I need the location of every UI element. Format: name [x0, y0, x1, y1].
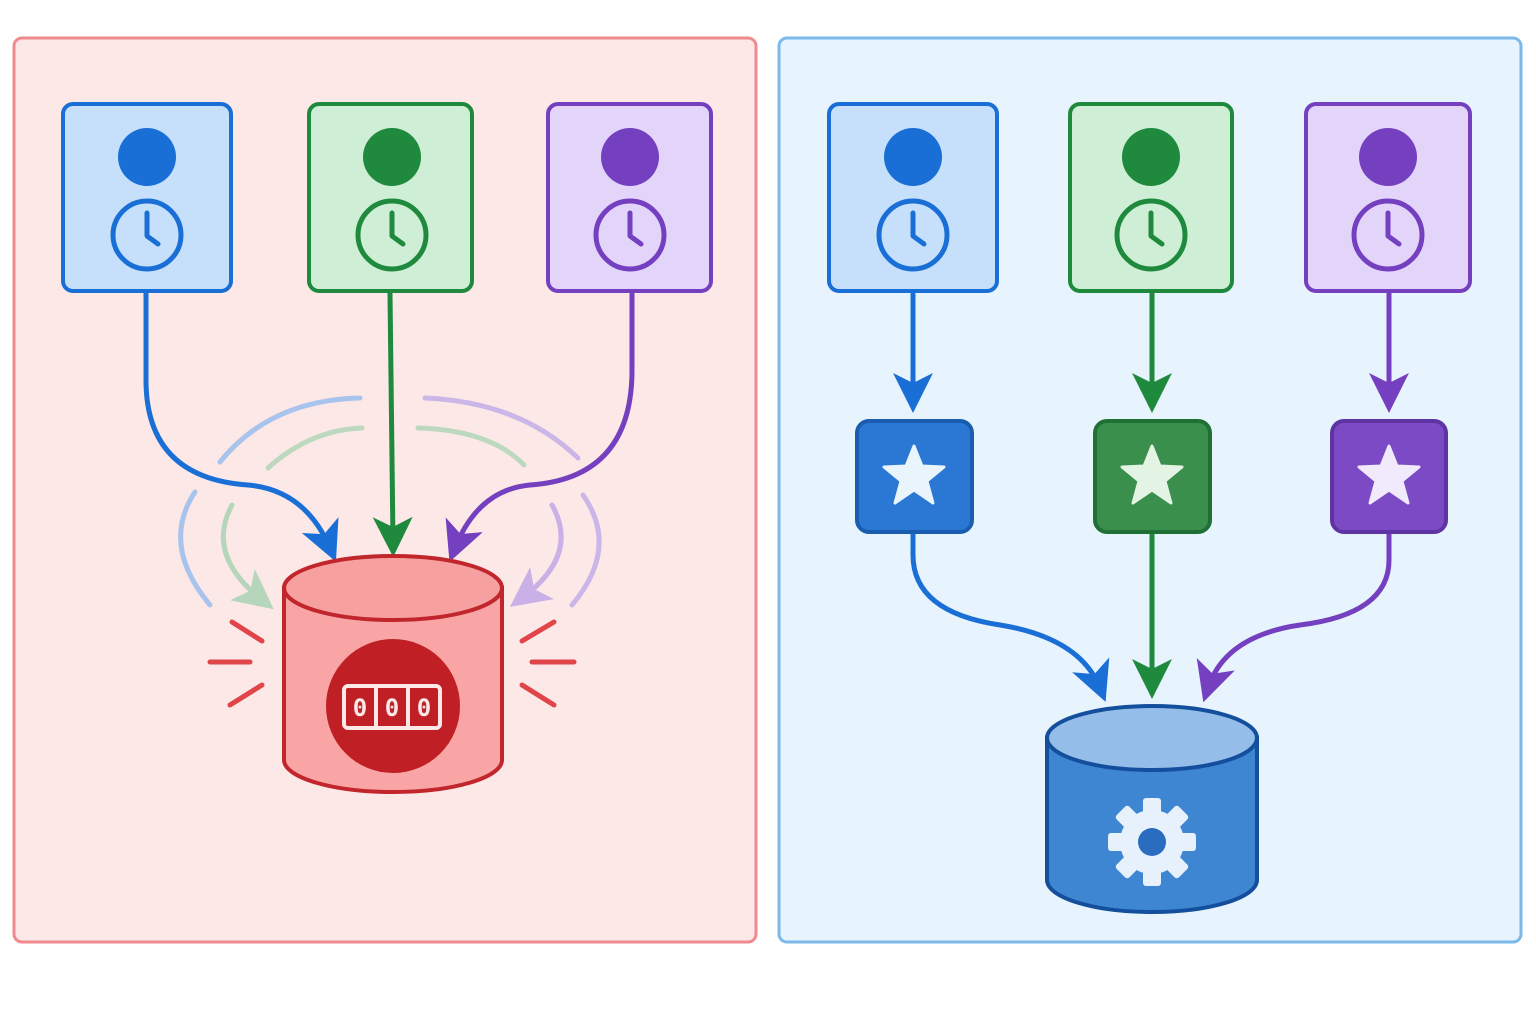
retry-arc [509, 502, 564, 607]
contention-arcs [178, 395, 602, 610]
database-healthy [1045, 704, 1259, 914]
arrow-green [372, 291, 413, 557]
retry-arc [265, 425, 365, 471]
arrow-purple [1196, 531, 1392, 703]
counter-digit: 0 [353, 694, 367, 722]
arrow-purple [445, 291, 635, 562]
clock-icon [876, 198, 950, 272]
retry-arc [220, 502, 274, 610]
counter-digit: 0 [385, 694, 399, 722]
retry-arc [569, 492, 602, 608]
clock-icon [1114, 198, 1188, 272]
star-icon [882, 444, 946, 505]
generator-blue [855, 419, 974, 534]
clock-icon [1351, 198, 1425, 272]
generator-green [1093, 419, 1212, 534]
user-icon [601, 128, 659, 186]
generator-purple [1330, 419, 1448, 534]
client-green [307, 102, 474, 293]
user-icon [1359, 128, 1417, 186]
client-blue [61, 102, 233, 293]
database-contended: 0 0 0 [282, 554, 504, 794]
clock-icon [593, 198, 667, 272]
client-green [1068, 102, 1234, 293]
client-purple [546, 102, 713, 293]
star-icon [1357, 444, 1421, 505]
client-purple [1304, 102, 1472, 293]
clock-icon [355, 198, 429, 272]
user-icon [1122, 128, 1180, 186]
burst-lines [207, 619, 577, 708]
user-icon [363, 128, 421, 186]
arrow-blue [910, 531, 1110, 702]
retry-arc [415, 425, 527, 468]
left-request-arrows [143, 291, 635, 562]
star-icon [1120, 444, 1184, 505]
counter-digit: 0 [417, 694, 431, 722]
generator-to-db-arrows [910, 531, 1392, 703]
retry-arc [422, 395, 581, 461]
client-blue [827, 102, 999, 293]
gear-icon [1108, 798, 1196, 886]
retry-arc [178, 489, 213, 608]
clock-icon [110, 198, 184, 272]
arrow-blue [143, 291, 339, 562]
counter-icon: 0 0 0 [326, 639, 460, 773]
right-panel [777, 36, 1523, 944]
user-icon [118, 128, 176, 186]
left-panel: 0 0 0 [12, 36, 758, 944]
client-to-generator-arrows [893, 291, 1409, 413]
retry-arc [217, 395, 363, 465]
user-icon [884, 128, 942, 186]
